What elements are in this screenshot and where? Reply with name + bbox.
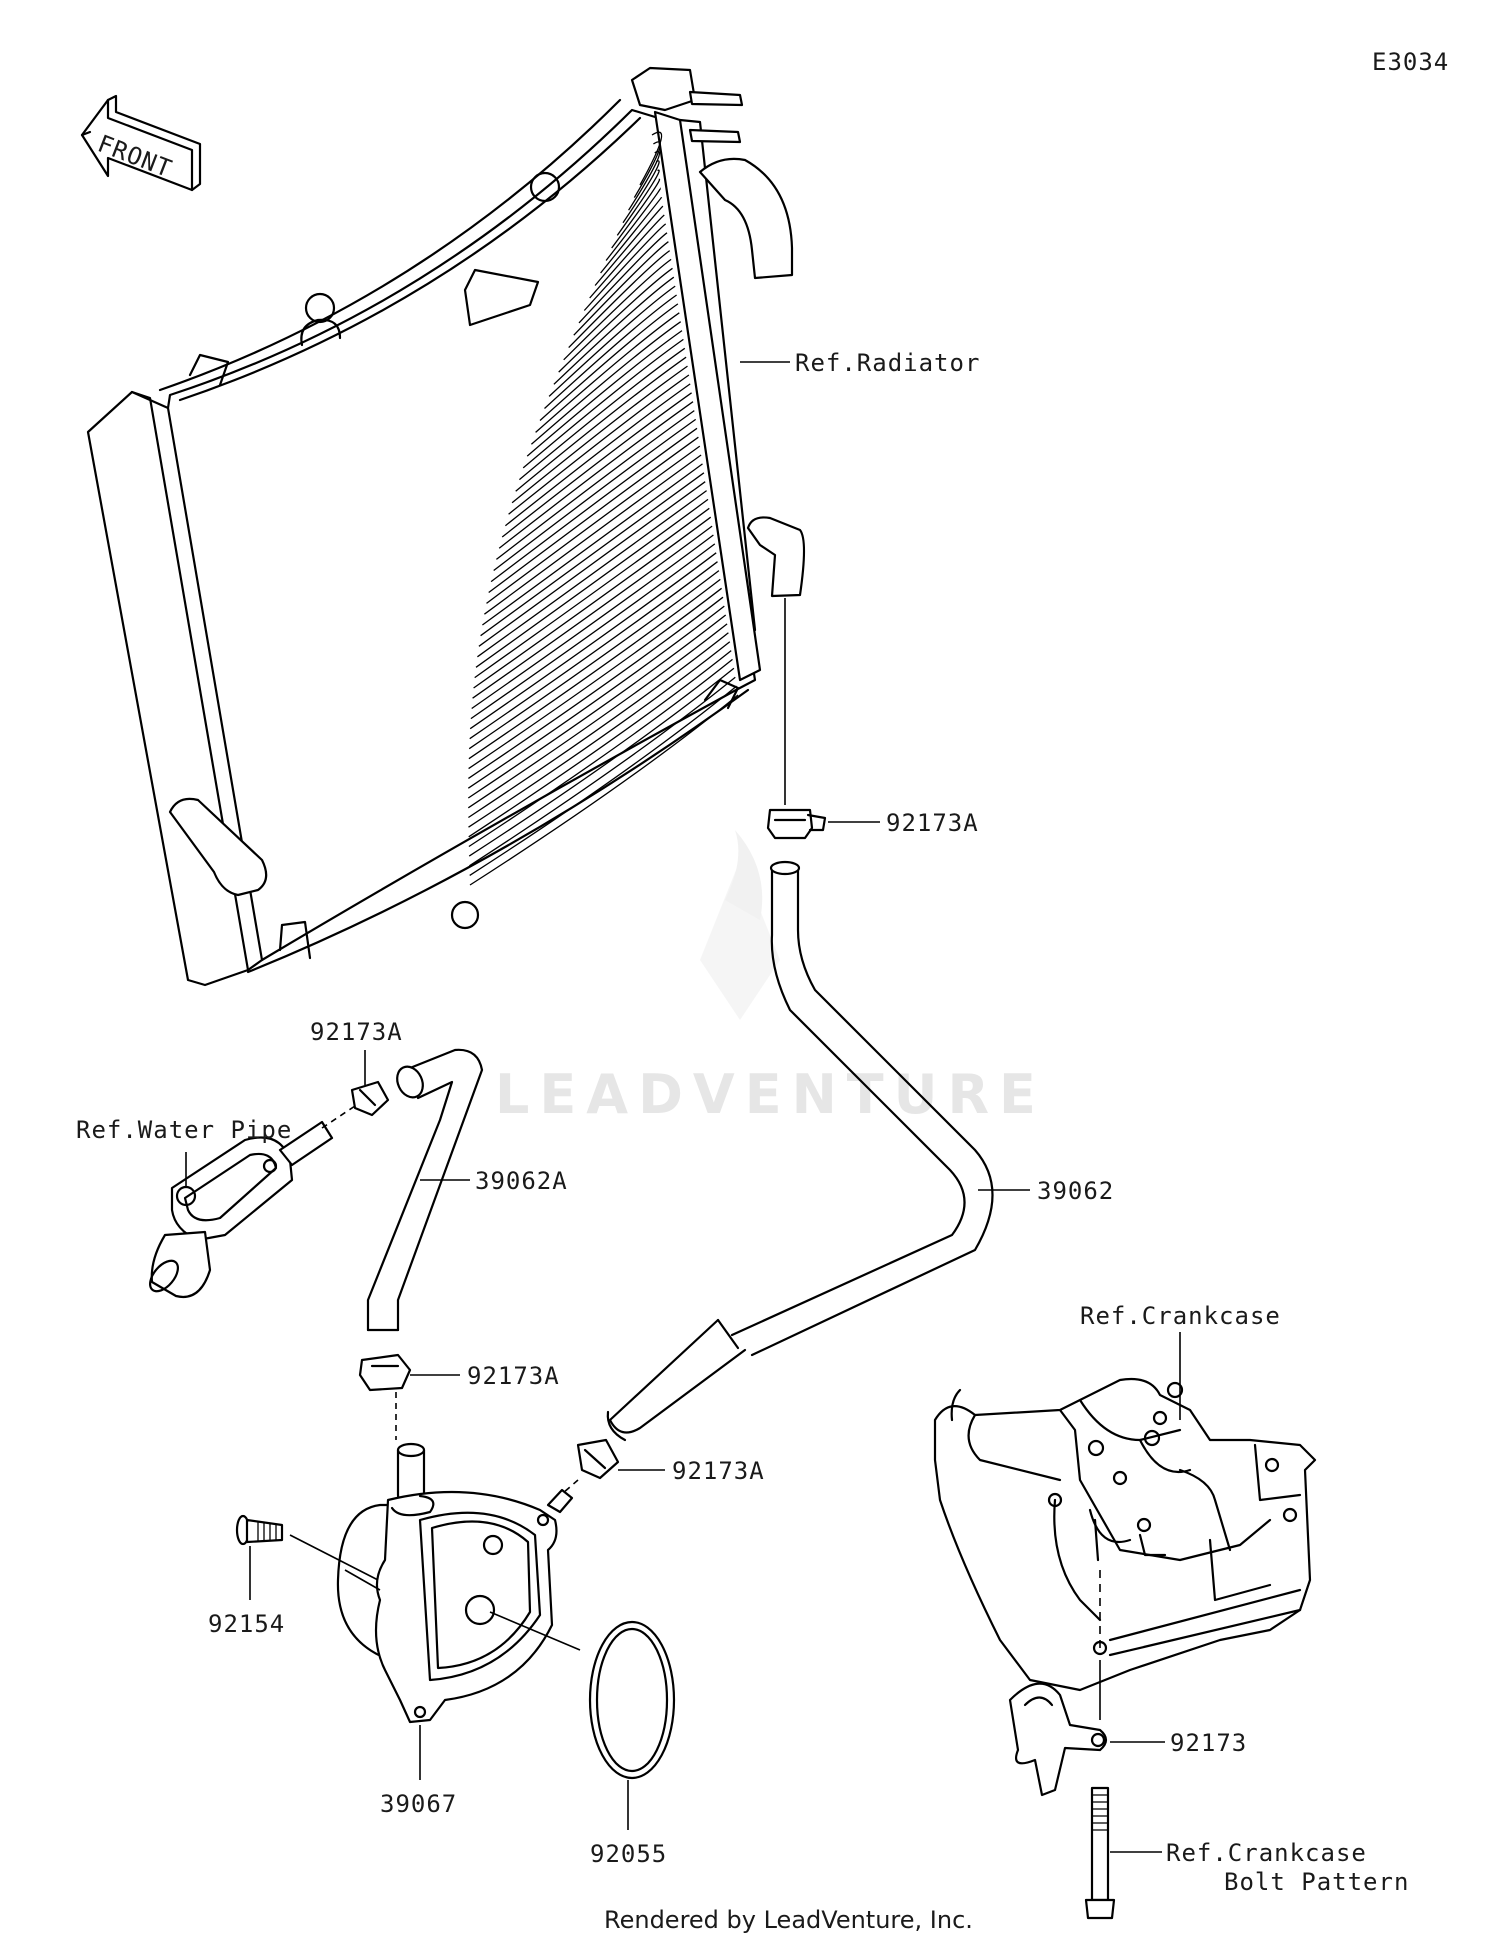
radiator-fin-line [605, 187, 661, 261]
radiator-fin-line [508, 374, 690, 515]
radiator-fin-line [480, 472, 705, 637]
hose-clamp-lower-right [576, 1438, 620, 1480]
radiator-fin-line [539, 303, 679, 421]
radiator-fin-line [469, 694, 739, 886]
radiator-fin-line [589, 214, 665, 299]
label-hose-39062: 39062 [1037, 1177, 1114, 1205]
radiator-fin-line [469, 552, 717, 730]
water-pipe-fitting [149, 1120, 334, 1299]
radiator-fin-line [486, 445, 701, 604]
radiator-fin-line [511, 365, 688, 504]
diagram-code: E3034 [1372, 48, 1449, 76]
radiator-fins [467, 131, 739, 886]
radiator-fin-line [473, 516, 712, 689]
label-clamp-water-pipe: 92173A [310, 1018, 403, 1046]
hose-clamp-water-pipe [350, 1080, 390, 1117]
radiator-fin-line [472, 525, 713, 699]
radiator-fin-line [468, 667, 735, 857]
radiator-fin-line [469, 676, 736, 867]
radiator-fin-line [467, 623, 728, 809]
radiator-fin-line [573, 241, 669, 336]
radiator-fin-line [639, 131, 663, 186]
radiator-fin-line [484, 454, 702, 615]
radiator-fin-line [488, 436, 699, 594]
radiator-fin-line [467, 614, 727, 799]
radiator-core [86, 66, 806, 987]
radiator-fin-line [493, 418, 697, 572]
label-ref-bolt-pattern-line2: Bolt Pattern [1224, 1868, 1409, 1896]
label-oil-cooler-39067: 39067 [380, 1790, 457, 1818]
radiator-fin-line [526, 330, 683, 457]
radiator-fin-line [518, 347, 686, 481]
radiator-fin-line [496, 410, 695, 560]
radiator-fin-line [515, 356, 687, 492]
label-clamp-lower-right: 92173A [672, 1457, 765, 1485]
label-clamp-lower-left: 92173A [467, 1362, 560, 1390]
radiator-fin-line [558, 267, 673, 373]
radiator-fin-line [469, 561, 718, 740]
radiator-fin-line [504, 383, 691, 527]
radiator-fin-line [467, 605, 725, 789]
radiator-fin-line [471, 534, 714, 710]
label-ref-crankcase: Ref.Crankcase [1080, 1302, 1281, 1330]
radiator-fin-line [611, 178, 661, 249]
o-ring-92055 [588, 1620, 676, 1780]
label-ref-radiator: Ref.Radiator [795, 349, 980, 377]
radiator-fin-line [583, 223, 667, 311]
radiator-fin-line [468, 570, 720, 750]
hose-clamp-lower-left [358, 1353, 412, 1392]
radiator-fin-line [468, 596, 724, 779]
radiator-fin-line [475, 498, 709, 668]
label-clamp-92173: 92173 [1170, 1729, 1247, 1757]
radiator-fin-line [470, 543, 716, 720]
radiator-fin-line [522, 338, 684, 469]
radiator-fin-line [482, 463, 703, 626]
radiator-fin-line [490, 427, 698, 583]
label-clamp-upper: 92173A [886, 809, 979, 837]
crankcase-bolt [1084, 1786, 1116, 1920]
radiator-fin-line [530, 321, 682, 445]
watermark-text: LEADVENTURE [495, 1063, 1046, 1126]
watermark-logo [700, 830, 780, 1020]
label-ref-water-pipe: Ref.Water Pipe [76, 1116, 292, 1144]
hose-clamp-upper [766, 808, 827, 840]
radiator-fin-line [477, 490, 707, 658]
radiator-fin-line [478, 481, 706, 647]
radiator-fin-line [578, 232, 668, 324]
radiator-fin-line [469, 685, 738, 876]
radiator-fin-line [468, 650, 732, 838]
radiator-fin-line [535, 312, 680, 433]
crankcase [933, 1377, 1317, 1692]
clamp-bracket-92173 [1008, 1682, 1108, 1797]
radiator-fin-line [468, 587, 722, 770]
radiator-fin-line [544, 294, 677, 409]
label-oring-92055: 92055 [590, 1840, 667, 1868]
radiator-fin-line [468, 658, 733, 848]
radiator-fin-line [568, 250, 671, 349]
radiator-fin-line [594, 205, 664, 286]
radiator-fin-line [468, 578, 721, 760]
hose-39062 [606, 860, 994, 1442]
label-bolt-92154: 92154 [208, 1610, 285, 1638]
radiator-fin-line [553, 276, 675, 385]
radiator-fin-line [622, 160, 660, 224]
bolt-92154 [235, 1514, 284, 1546]
radiator-fin-line [468, 641, 731, 828]
radiator-fin-line [563, 258, 672, 361]
label-ref-bolt-pattern-line1: Ref.Crankcase [1166, 1839, 1367, 1867]
footer-credit: Rendered by LeadVenture, Inc. [604, 1906, 973, 1934]
radiator-fin-line [474, 507, 710, 679]
radiator-fin-line [600, 196, 663, 274]
hose-39062a [366, 1048, 484, 1332]
oil-cooler [336, 1442, 574, 1724]
label-hose-39062a: 39062A [475, 1167, 568, 1195]
radiator-fin-line [548, 285, 676, 397]
radiator-fin-line [498, 401, 694, 549]
radiator-fin-line [501, 392, 692, 538]
radiator-fin-line [468, 632, 729, 819]
radiator-fin-line [616, 169, 660, 236]
front-arrow-icon [80, 94, 202, 192]
